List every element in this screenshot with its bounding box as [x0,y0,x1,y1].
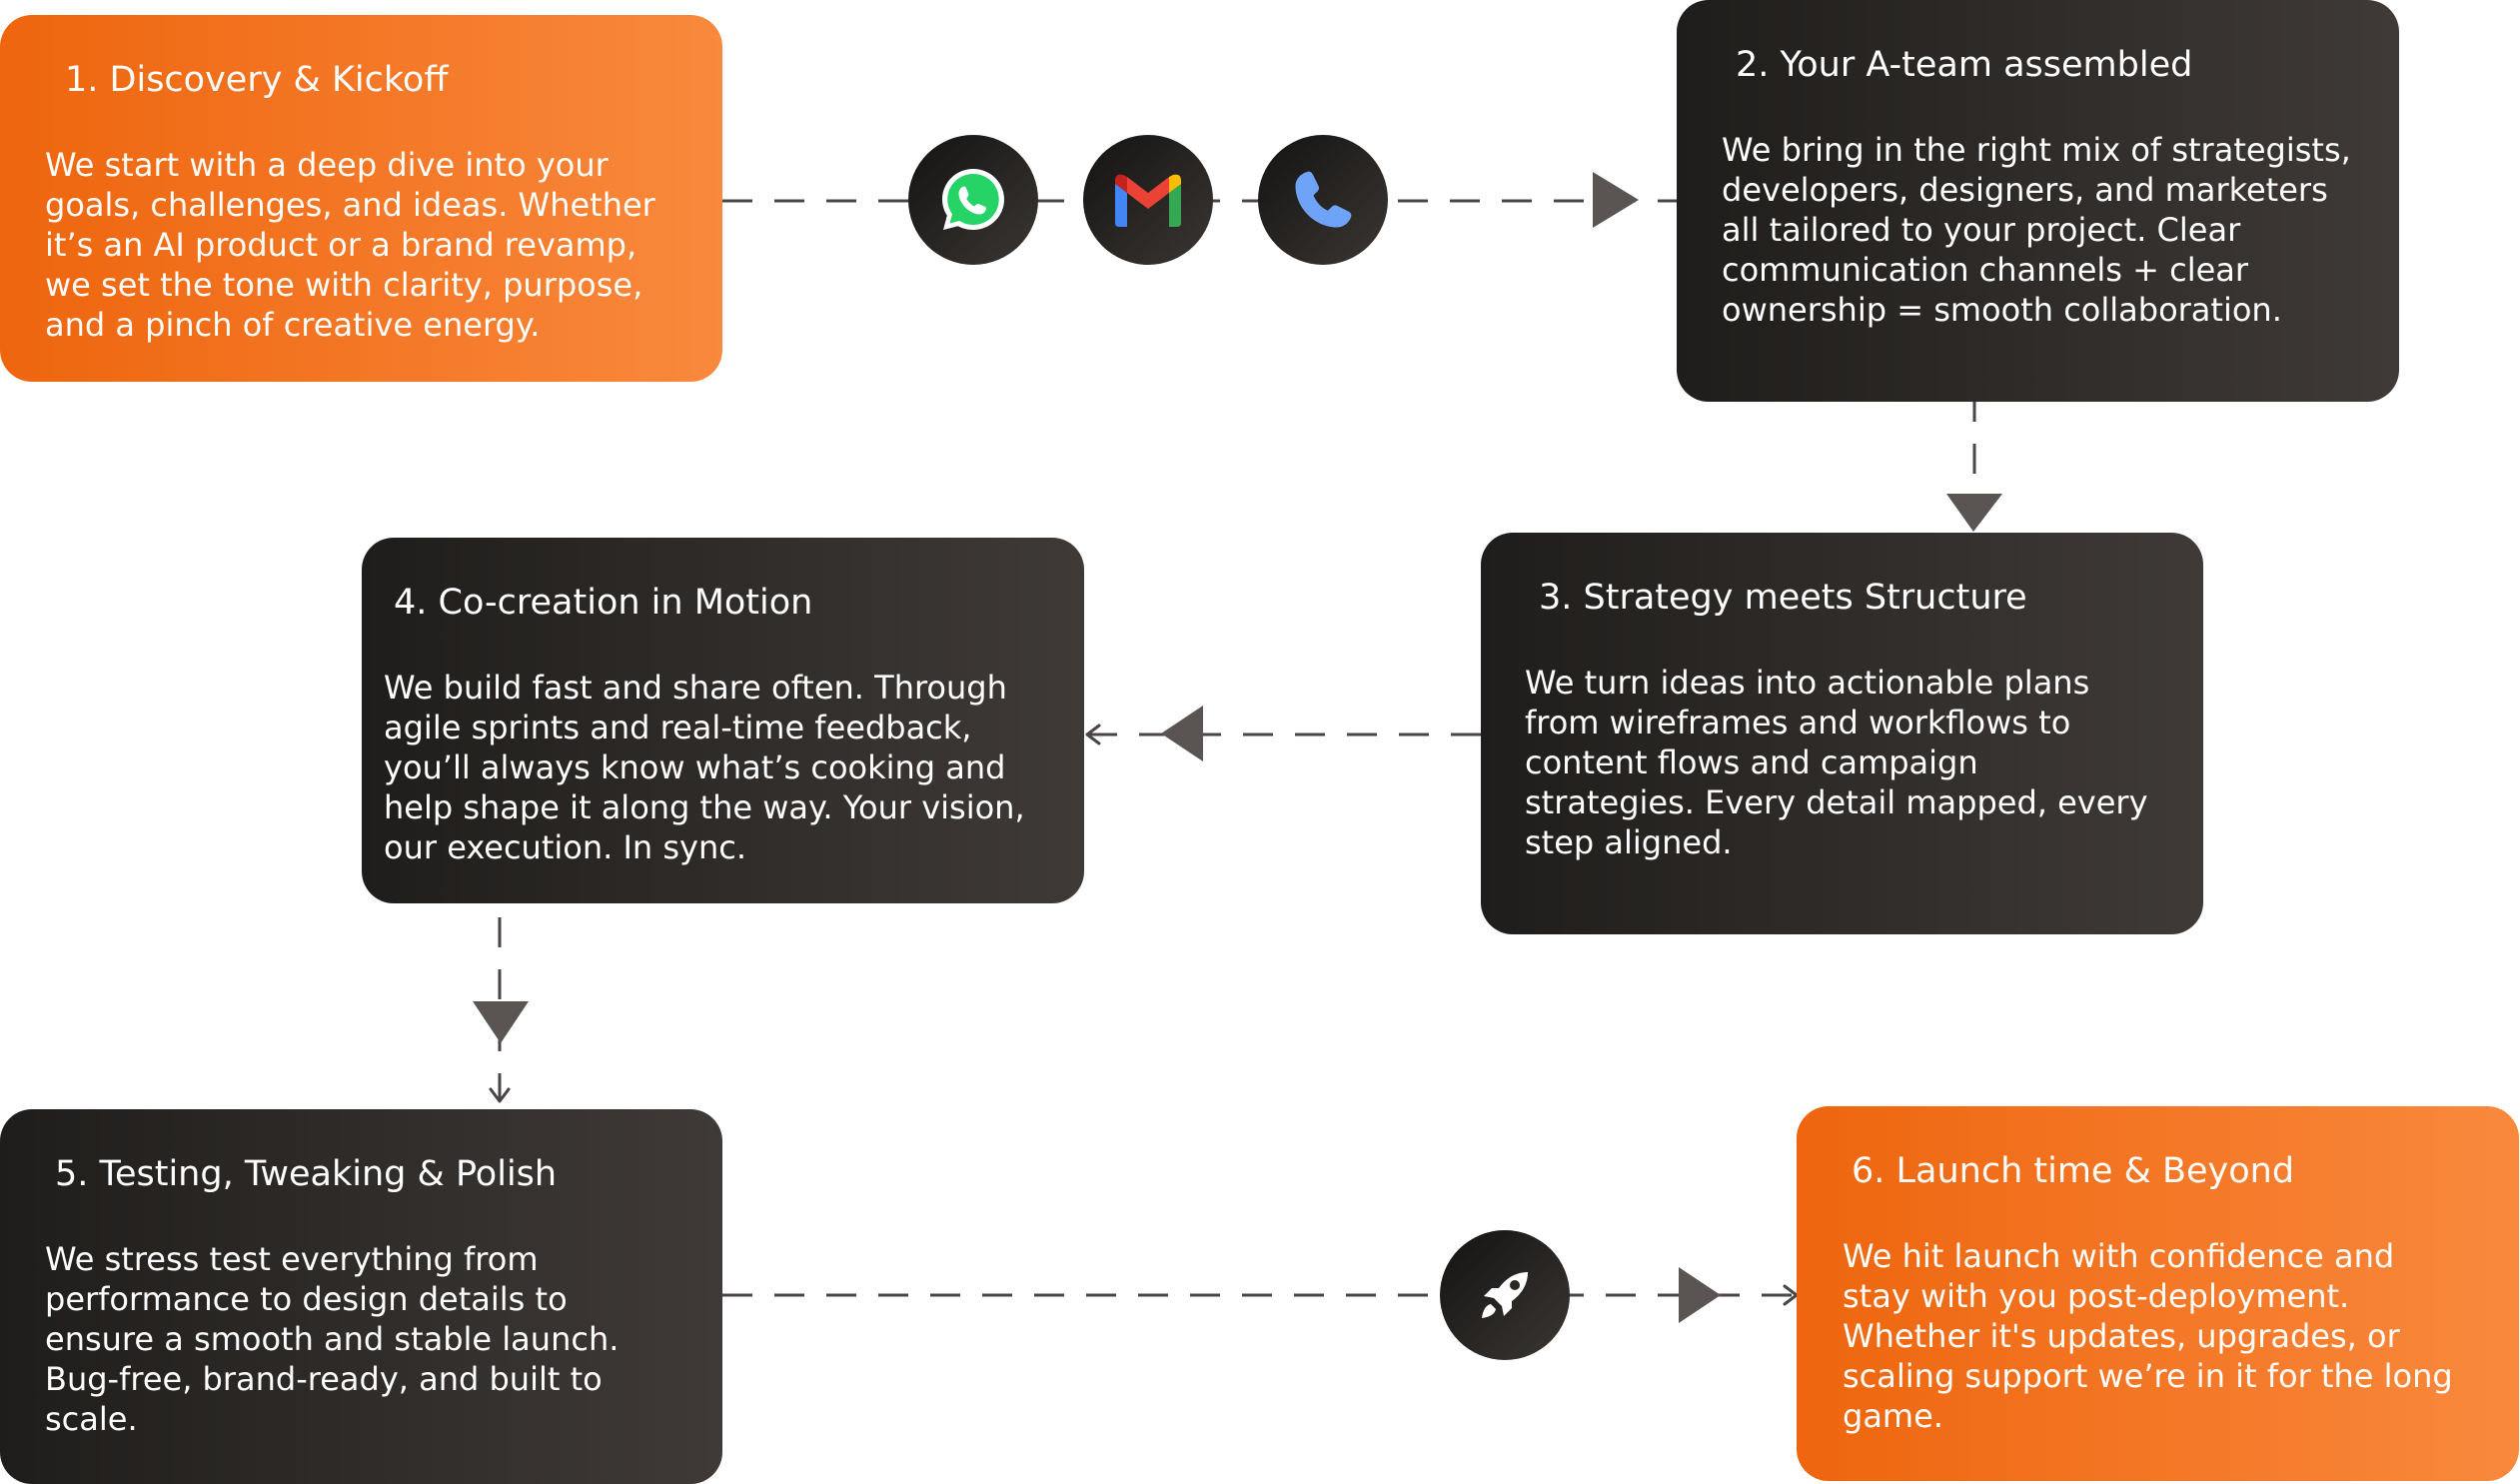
step-description: We start with a deep dive into your goal… [45,145,655,345]
arrow-marker-2-3 [1946,494,2002,532]
description-line: stay with you post-deployment. [1843,1277,2350,1315]
step-card-co-creation: 4. Co-creation in Motion We build fast a… [362,538,1084,903]
step-card-strategy: 3. Strategy meets Structure We turn idea… [1481,533,2203,934]
description-line: scaling support we’re in it for the long [1843,1357,2453,1395]
step-title: 6. Launch time & Beyond [1852,1151,2295,1191]
description-line: We build fast and share often. Through [384,669,1007,707]
rocket-icon [1440,1230,1570,1360]
gmail-icon [1083,135,1213,265]
description-line: game. [1843,1397,1943,1435]
step-card-launch: 6. Launch time & Beyond We hit launch wi… [1797,1106,2519,1481]
description-line: from wireframes and workflows to [1525,704,2071,742]
description-line: and a pinch of creative energy. [45,306,541,344]
arrowhead-small-4-5 [489,1087,511,1103]
step-card-testing: 5. Testing, Tweaking & Polish We stress … [0,1109,722,1484]
step-description: We build fast and share often. Through a… [384,668,1025,867]
description-line: communication channels + clear [1722,251,2249,289]
description-line: developers, designers, and marketers [1722,171,2328,209]
description-line: We hit launch with confidence and [1843,1237,2395,1275]
description-line: ownership = smooth collaboration. [1722,291,2282,329]
description-line: content flows and campaign [1525,743,1978,781]
description-line: scale. [45,1400,138,1438]
description-line: Bug-free, brand-ready, and built to [45,1360,603,1398]
description-line: strategies. Every detail mapped, every [1525,783,2148,821]
description-line: Whether it's updates, upgrades, or [1843,1317,2400,1355]
step-title: 5. Testing, Tweaking & Polish [55,1154,558,1194]
description-line: agile sprints and real-time feedback, [384,709,972,746]
description-line: We start with a deep dive into your [45,146,609,184]
step-card-discovery: 1. Discovery & Kickoff We start with a d… [0,15,722,382]
step-description: We stress test everything from performan… [45,1239,619,1439]
arrow-marker-1-2 [1593,172,1639,228]
arrowhead-small-3-4 [1085,724,1101,745]
description-line: We bring in the right mix of strategists… [1722,131,2351,169]
step-description: We hit launch with confidence and stay w… [1843,1236,2453,1436]
phone-icon [1258,135,1388,265]
step-card-a-team: 2. Your A-team assembled We bring in the… [1677,0,2399,402]
arrow-marker-5-6 [1679,1267,1721,1323]
description-line: we set the tone with clarity, purpose, [45,266,643,304]
arrow-marker-4-5 [473,1001,529,1043]
step-title: 2. Your A-team assembled [1736,45,2193,85]
description-line: ensure a smooth and stable launch. [45,1320,620,1358]
step-title: 1. Discovery & Kickoff [65,60,449,100]
step-title: 4. Co-creation in Motion [394,583,813,623]
step-title: 3. Strategy meets Structure [1539,578,2027,618]
description-line: it’s an AI product or a brand revamp, [45,226,637,264]
whatsapp-icon [908,135,1038,265]
description-line: step aligned. [1525,823,1733,861]
description-line: performance to design details to [45,1280,568,1318]
description-line: We stress test everything from [45,1240,539,1278]
description-line: help shape it along the way. Your vision… [384,788,1025,826]
description-line: all tailored to your project. Clear [1722,211,2241,249]
description-line: We turn ideas into actionable plans [1525,664,2090,702]
description-line: our execution. In sync. [384,828,747,866]
description-line: goals, challenges, and ideas. Whether [45,186,655,224]
arrow-marker-3-4 [1161,706,1203,761]
step-description: We bring in the right mix of strategists… [1722,130,2351,330]
description-line: you’ll always know what’s cooking and [384,748,1006,786]
step-description: We turn ideas into actionable plans from… [1525,663,2148,862]
